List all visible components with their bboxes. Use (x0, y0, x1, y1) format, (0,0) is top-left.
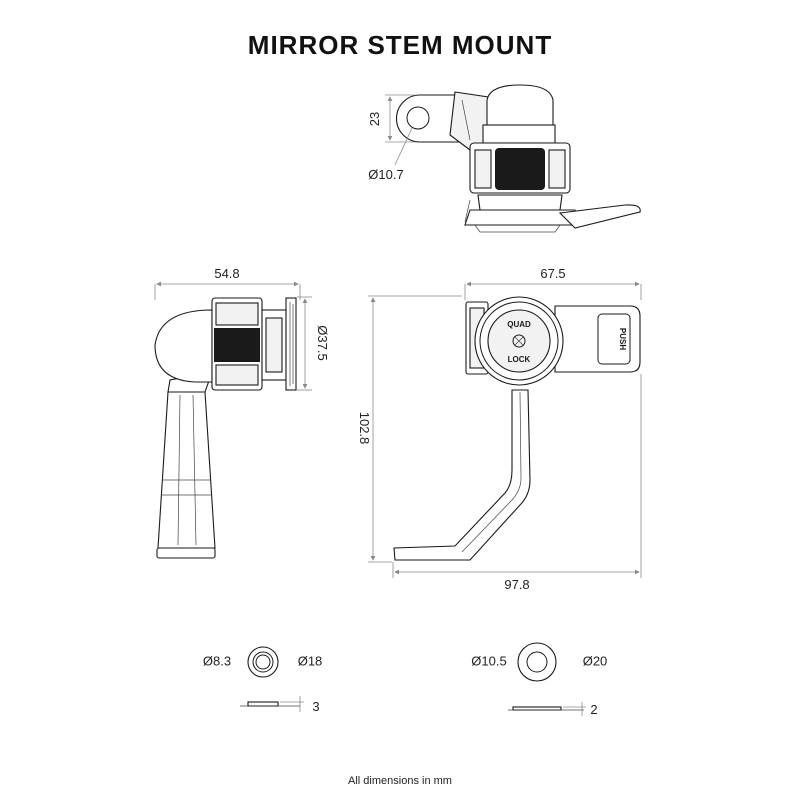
front-height-label: 102.8 (357, 412, 372, 445)
washer-2 (508, 642, 584, 711)
base-width-label: 97.8 (504, 577, 529, 592)
washer1-outer-label: Ø18 (298, 653, 323, 668)
dim-top-hole: Ø10.7 (368, 127, 413, 182)
washer1-inner-label: Ø8.3 (203, 653, 231, 668)
front-width-label: 67.5 (540, 266, 565, 281)
front-view: PUSH QUAD LOCK (393, 296, 641, 561)
logo-top: QUAD (507, 320, 531, 329)
dim-front-height: 102.8 (357, 295, 462, 563)
side-width-label: 54.8 (214, 266, 239, 281)
washer1-thickness-label: 3 (312, 699, 319, 714)
dim-side-diameter: Ø37.5 (297, 296, 330, 391)
washer2-inner-label: Ø10.5 (471, 653, 506, 668)
footer-note: All dimensions in mm (348, 775, 452, 787)
dim-top-height: 23 (367, 94, 415, 143)
top-view (396, 84, 641, 233)
top-hole-label: Ø10.7 (368, 167, 403, 182)
dim-washer2-thickness: 2 (563, 702, 598, 717)
washer-1 (240, 646, 300, 707)
top-height-label: 23 (367, 112, 382, 126)
page-title: MIRROR STEM MOUNT (247, 30, 553, 60)
push-label: PUSH (618, 328, 627, 350)
dim-base-width: 97.8 (392, 374, 642, 592)
dim-front-width: 67.5 (464, 266, 642, 300)
dim-washer1-thickness: 3 (280, 696, 320, 714)
washer2-outer-label: Ø20 (583, 653, 608, 668)
side-diameter-label: Ø37.5 (315, 325, 330, 360)
dim-side-width: 54.8 (154, 266, 301, 300)
logo-bottom: LOCK (508, 355, 531, 364)
washer2-thickness-label: 2 (590, 702, 597, 717)
side-view (154, 297, 297, 559)
